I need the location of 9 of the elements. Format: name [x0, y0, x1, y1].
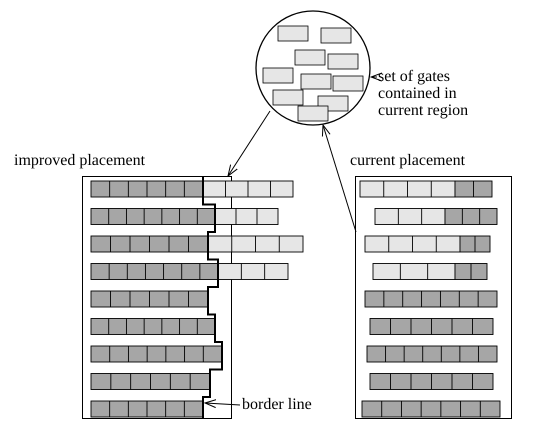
- panel-heading: current placement: [350, 152, 466, 169]
- annotation-text: set of gates contained in current region: [378, 68, 496, 119]
- annotation-text: border line: [242, 396, 322, 413]
- panel-heading: improved placement: [14, 152, 146, 169]
- leader-line: [204, 399, 240, 408]
- arrow: [228, 110, 270, 176]
- arrow: [322, 124, 356, 232]
- leader-line: [370, 72, 382, 82]
- border-line: [202, 176, 223, 419]
